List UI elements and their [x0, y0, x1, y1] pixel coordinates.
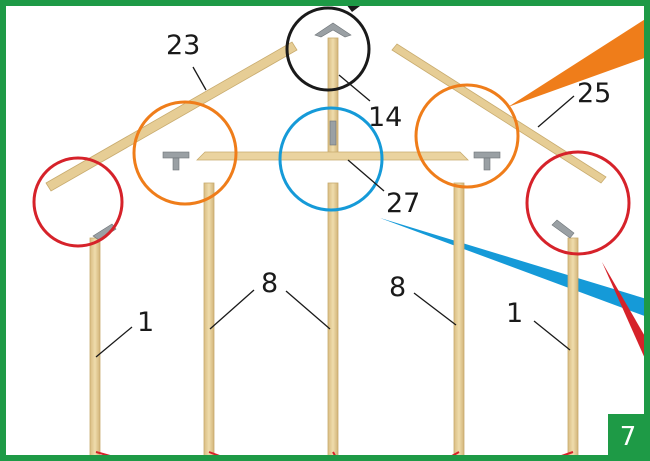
orange-pointer	[508, 16, 650, 107]
leader-25	[537, 95, 575, 128]
rafter-left	[45, 41, 298, 192]
angle-bracket-right-icon	[551, 219, 575, 239]
part-label-23: 23	[166, 30, 200, 61]
rafter-right	[391, 43, 607, 184]
leader-27	[347, 159, 385, 192]
part-label-8-left: 8	[261, 268, 278, 299]
part-label-25: 25	[577, 78, 611, 109]
part-label-1-left: 1	[137, 307, 154, 338]
highlight-circle-orange-right	[414, 83, 520, 189]
step-number-badge	[608, 414, 648, 458]
blue-pointer	[380, 218, 650, 318]
highlight-circle-orange-left	[132, 100, 238, 206]
post-1-right	[567, 237, 579, 457]
leader-23	[192, 66, 207, 91]
post-8-right	[453, 182, 465, 457]
leader-8-center	[285, 290, 331, 330]
leader-8-left	[209, 289, 255, 330]
center-bracket-icon	[329, 120, 337, 146]
post-8-left	[203, 182, 215, 457]
part-label-1-right: 1	[506, 298, 523, 329]
part-label-27: 27	[386, 188, 420, 219]
t-bracket-right-icon	[473, 151, 501, 171]
step-number: 7	[620, 422, 637, 452]
angle-bracket-left-icon	[92, 223, 117, 241]
leader-1-right	[533, 320, 571, 351]
highlight-circle-black-top	[285, 6, 371, 92]
part-label-8-right: 8	[389, 272, 406, 303]
post-1-left	[89, 237, 101, 457]
highlight-circle-red-left	[32, 156, 124, 248]
post-center-lower	[327, 182, 339, 457]
ridge-bracket-icon	[314, 22, 352, 38]
highlight-circle-red-right	[525, 150, 631, 256]
part-label-14: 14	[368, 102, 402, 133]
leader-8-right	[413, 292, 457, 326]
leader-14	[338, 74, 371, 102]
highlight-circle-blue-center	[278, 106, 384, 212]
red-pointer	[602, 262, 650, 370]
leader-1-left	[95, 326, 133, 358]
t-bracket-left-icon	[162, 151, 190, 171]
tie-beam	[196, 151, 469, 161]
